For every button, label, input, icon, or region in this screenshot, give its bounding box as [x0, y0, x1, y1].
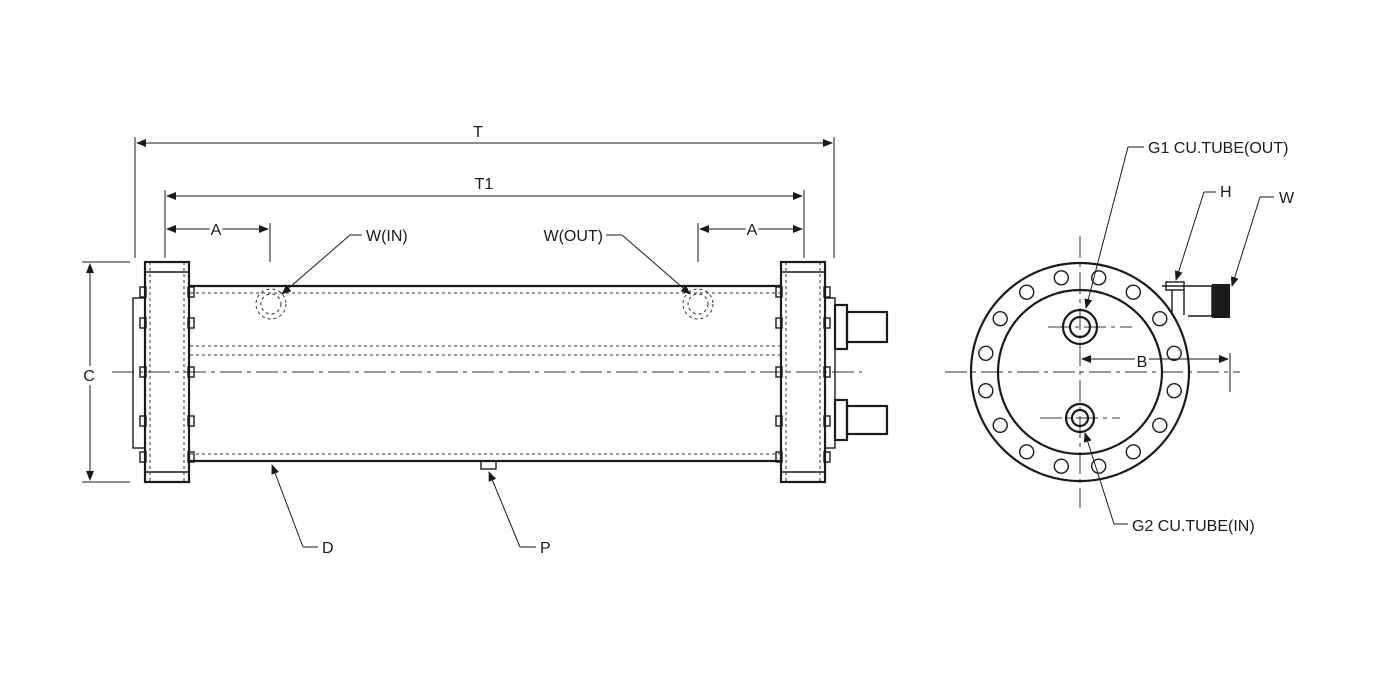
leader-d: D	[271, 464, 334, 557]
bolt-hole	[992, 311, 1008, 327]
leader-h-label: H	[1220, 184, 1232, 201]
left-flange-bolts	[139, 286, 195, 463]
water-port-in	[255, 288, 287, 320]
shell-body	[112, 284, 862, 463]
bolt-hole	[1018, 284, 1035, 300]
bolt-hole	[1090, 270, 1107, 286]
dimension-c: C	[79, 261, 130, 483]
bolt-hole	[1152, 311, 1168, 327]
water-port-out	[682, 288, 714, 320]
right-flange-bolts	[775, 286, 831, 463]
bolt-hole	[992, 417, 1008, 433]
dimension-b: B	[1081, 351, 1231, 392]
left-flange	[132, 260, 195, 484]
dimension-t-label: T	[473, 124, 483, 141]
dimension-t: T	[134, 124, 835, 258]
g1-tube-port	[1048, 308, 1132, 346]
w-connection-cap	[1212, 284, 1230, 318]
bolt-hole	[978, 383, 994, 399]
end-view: B G1 CU.TUBE(OUT) H W G2 CU.TUBE(IN)	[945, 140, 1295, 535]
dimension-c-label: C	[83, 368, 95, 385]
dimension-b-label: B	[1137, 354, 1148, 371]
right-flange	[775, 260, 836, 484]
leader-w-in: W(IN)	[281, 228, 408, 295]
w-connection	[1162, 284, 1230, 318]
leader-w-out: W(OUT)	[543, 228, 691, 295]
leader-p-label: P	[540, 540, 551, 557]
end-flange-outline	[969, 261, 1191, 483]
bolt-hole	[1090, 458, 1107, 474]
bolt-hole	[978, 345, 994, 361]
leader-g2-label: G2 CU.TUBE(IN)	[1132, 518, 1255, 535]
leader-w-out-label: W(OUT)	[543, 228, 603, 245]
leader-g1: G1 CU.TUBE(OUT)	[1084, 140, 1288, 309]
leader-g1-label: G1 CU.TUBE(OUT)	[1148, 140, 1288, 157]
bolt-hole	[1053, 270, 1070, 286]
leader-w-in-label: W(IN)	[366, 228, 408, 245]
bolt-hole	[1125, 284, 1142, 300]
dimension-a-left-label: A	[211, 222, 222, 239]
leader-w-label: W	[1279, 190, 1295, 207]
leader-d-label: D	[322, 540, 334, 557]
bolt-hole	[1166, 345, 1182, 361]
bolt-hole	[1018, 444, 1035, 460]
dimension-a-right-label: A	[747, 222, 758, 239]
bolt-hole	[1053, 458, 1070, 474]
dimension-t1-label: T1	[475, 176, 494, 193]
bolt-hole	[1166, 383, 1182, 399]
bolt-hole	[1152, 417, 1168, 433]
leader-w: W	[1230, 190, 1295, 287]
tube-stub-lower	[833, 398, 889, 442]
side-view: T T1 A A C	[79, 124, 889, 557]
dimension-a-left: A	[166, 219, 271, 262]
dimension-a-right: A	[697, 219, 803, 262]
tube-stub-upper	[833, 303, 889, 351]
plug-boss	[480, 460, 497, 470]
end-shell-outline	[996, 288, 1164, 456]
bolt-hole	[1125, 444, 1142, 460]
g2-tube-port	[1040, 402, 1120, 434]
leader-p: P	[488, 471, 551, 557]
leader-g2: G2 CU.TUBE(IN)	[1083, 432, 1255, 535]
leader-h: H	[1174, 184, 1232, 281]
dimension-t1: T1	[164, 176, 805, 258]
